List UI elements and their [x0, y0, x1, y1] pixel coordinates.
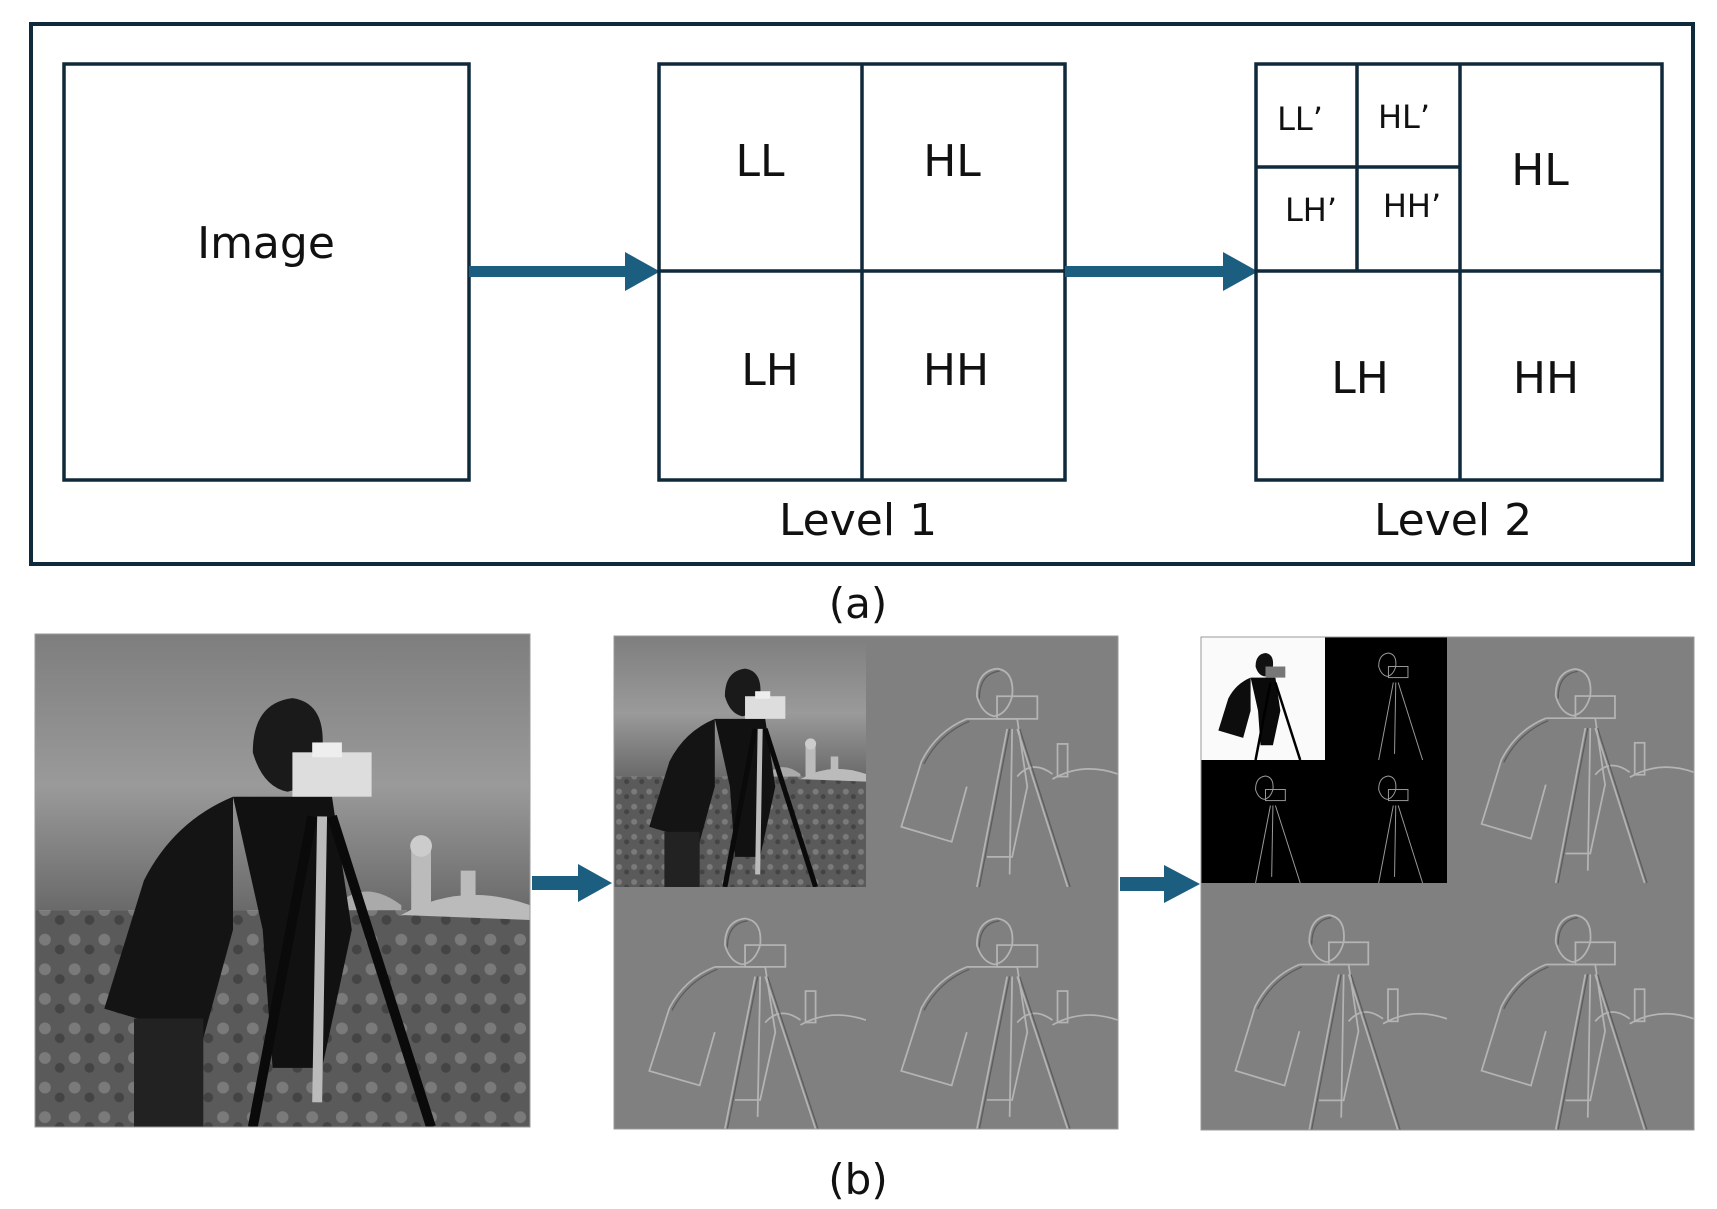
level2-lh-prime-label: LH’: [1285, 191, 1337, 229]
level2-lh-label: LH: [1331, 353, 1389, 404]
image-box: [62, 62, 471, 482]
arrow-right-icon: [469, 252, 660, 291]
level2-decomposition-image: [1200, 636, 1695, 1131]
panel-b-caption: (b): [828, 1155, 887, 1204]
level1-grid: [657, 62, 1067, 482]
panel-a-caption: (a): [829, 579, 888, 628]
arrow-right-icon: [532, 864, 612, 902]
level1-hh-label: HH: [923, 345, 989, 396]
arrow-right-icon: [1120, 865, 1200, 903]
level2-hl-label: HL: [1511, 145, 1569, 196]
arrow-right-icon: [1065, 252, 1258, 291]
panel-a: Image LL HL LH HH Level 1 LL: [29, 22, 1695, 566]
level2-hh-prime-label: HH’: [1383, 187, 1441, 225]
level2-caption: Level 2: [1374, 495, 1532, 546]
level1-caption: Level 1: [779, 495, 937, 546]
level2-hl-prime-label: HL’: [1378, 98, 1430, 136]
panel-b: [34, 633, 1695, 1131]
level1-decomposition-image: [613, 635, 1119, 1130]
level2-hh-label: HH: [1513, 353, 1579, 404]
original-cameraman-image: [34, 633, 531, 1128]
level1-ll-label: LL: [735, 136, 785, 187]
level1-hl-label: HL: [923, 136, 981, 187]
panel-a-frame: [29, 22, 1695, 566]
level2-grid: [1254, 62, 1664, 482]
level2-ll-prime-label: LL’: [1277, 100, 1323, 138]
level1-lh-label: LH: [741, 345, 799, 396]
image-label: Image: [197, 218, 335, 269]
